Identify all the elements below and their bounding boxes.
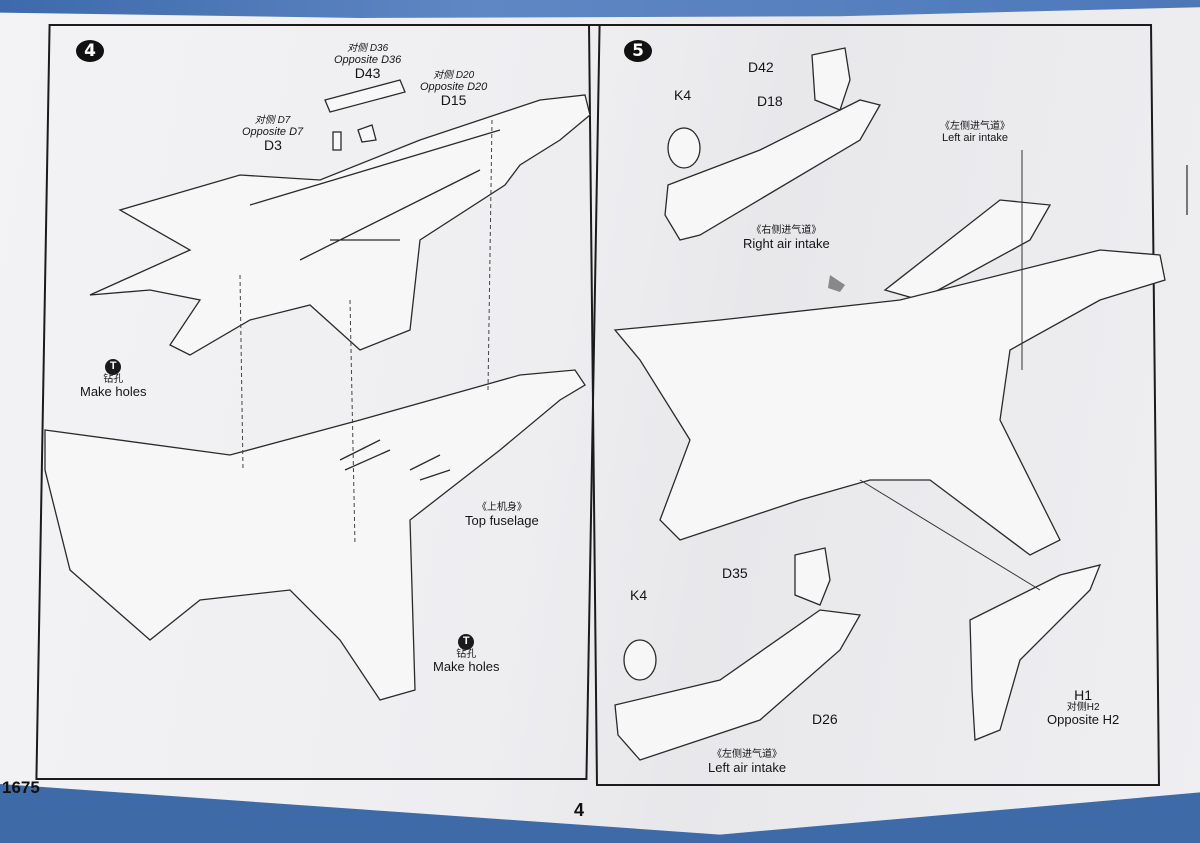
- part-number: D43: [354, 65, 381, 82]
- direction-arrow: [828, 275, 845, 292]
- step-4-badge: 4: [76, 40, 104, 62]
- part-number: K4: [674, 87, 692, 103]
- part-number: D18: [757, 93, 783, 109]
- part-callout-d26: D26: [812, 712, 838, 727]
- part-callout-d3: 对侧 D7 Opposite D7 D3: [242, 115, 304, 154]
- assembly-en-label: Top fuselage: [465, 512, 539, 528]
- left-intake-label-bottom: 《左侧进气道》 Left air intake: [708, 749, 787, 775]
- part-number: D35: [722, 565, 748, 581]
- left-intake-label-top: 《左侧进气道》 Left air intake: [940, 121, 1010, 144]
- opposite-cn-label: 对侧 D7: [254, 115, 291, 126]
- part-number: K4: [630, 587, 648, 603]
- assembly-cn-label: 《左侧进气道》: [712, 749, 783, 760]
- step5-drawings: [613, 47, 1166, 761]
- part-number: D15: [440, 92, 467, 109]
- part-number: H1: [1074, 687, 1093, 703]
- drill-note-1: T 钻孔 Make holes: [80, 357, 146, 399]
- step4-fuselage-drawing: [44, 79, 591, 701]
- opposite-en-label: Opposite H2: [1047, 712, 1120, 728]
- step4-guide-lines: [239, 119, 493, 546]
- part-callout-d43: 对侧 D36 Opposite D36 D43: [334, 43, 402, 82]
- opposite-en-label: Opposite D36: [334, 53, 402, 66]
- part-number: D3: [264, 137, 282, 154]
- opposite-cn-label: 对侧H2: [1066, 701, 1100, 713]
- assembly-cn-label: 《右侧进气道》: [751, 225, 822, 236]
- part-callout-d15: 对侧 D20 Opposite D20 D15: [420, 70, 488, 109]
- drill-icon: T: [105, 358, 122, 375]
- top-fuselage-label: 《上机身》 Top fuselage: [465, 502, 539, 528]
- part-number: D26: [812, 711, 838, 727]
- part-number: D42: [748, 59, 774, 75]
- part-callout-d35: D35: [722, 566, 748, 581]
- assembly-cn-label: 《上机身》: [476, 502, 527, 513]
- drill-note-2: T 钻孔 Make holes: [433, 632, 499, 674]
- drill-en-label: Make holes: [433, 659, 500, 675]
- assembly-en-label: Left air intake: [708, 759, 787, 775]
- assembly-en-label: Left air intake: [941, 131, 1009, 144]
- drill-cn-label: 钻孔: [103, 373, 124, 385]
- step-5-number: 5: [632, 41, 644, 61]
- part-callout-k4-bottom: K4: [630, 588, 647, 603]
- kit-code: 1675: [2, 778, 40, 797]
- assembly-cn-label: 《左侧进气道》: [940, 121, 1010, 132]
- drill-icon: T: [458, 633, 475, 650]
- right-intake-label: 《右侧进气道》 Right air intake: [743, 225, 830, 251]
- opposite-cn-label: 对侧 D36: [347, 43, 389, 54]
- opposite-en-label: Opposite D20: [420, 80, 488, 93]
- step5-guide-lines: [859, 150, 1041, 591]
- drill-cn-label: 钻孔: [456, 648, 477, 660]
- background-edge: [0, 0, 1200, 18]
- opposite-cn-label: 对侧 D20: [433, 70, 475, 81]
- page-number: 4: [574, 800, 585, 820]
- part-callout-h1: H1 对侧H2 Opposite H2: [1047, 688, 1119, 727]
- part-callout-k4-top: K4: [674, 88, 691, 103]
- assembly-en-label: Right air intake: [743, 235, 830, 251]
- part-callout-d18: D18: [757, 94, 783, 109]
- part-callout-d42: D42: [748, 60, 774, 75]
- drill-en-label: Make holes: [80, 384, 147, 400]
- step-5-badge: 5: [624, 40, 652, 62]
- step-4-number: 4: [84, 41, 96, 61]
- pen-mark: [1186, 165, 1192, 215]
- opposite-en-label: Opposite D7: [242, 125, 304, 138]
